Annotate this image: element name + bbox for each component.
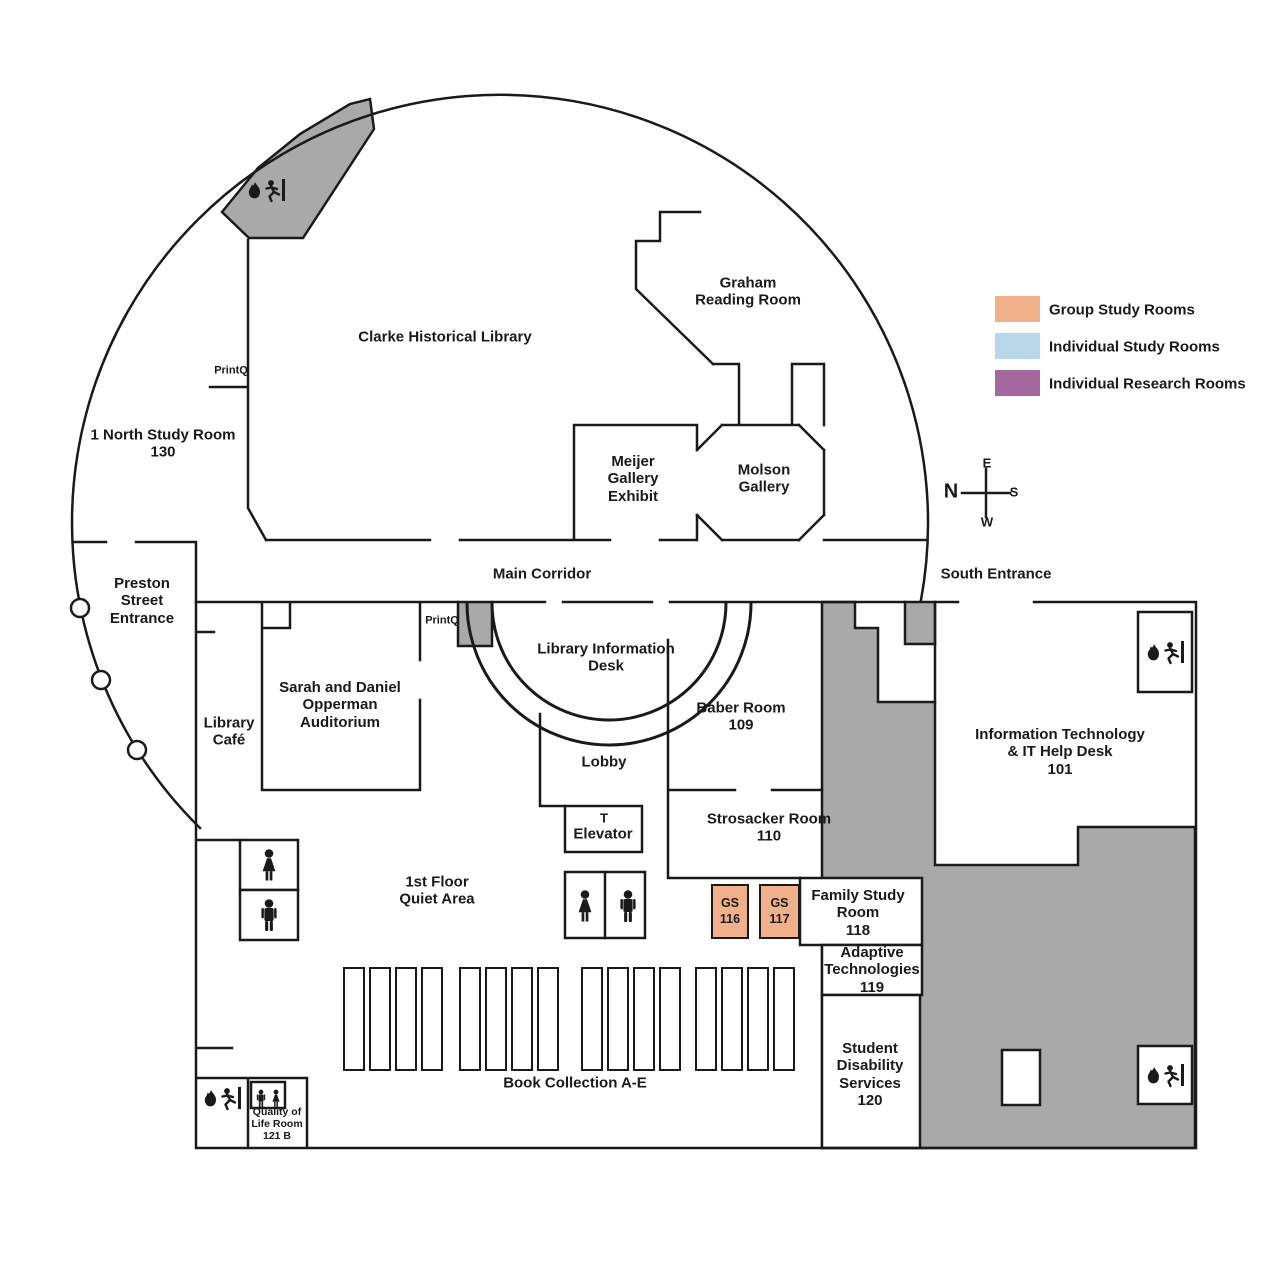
room-label-elevator: Elevator <box>573 825 633 843</box>
room-label-adaptive: Adaptive Technologies 119 <box>824 943 920 996</box>
room-label-baber: Baber Room 109 <box>696 699 786 734</box>
shaded-exit-wedge <box>220 97 376 240</box>
compass-north: N <box>943 480 959 503</box>
elevator-symbol: T <box>600 810 608 826</box>
room-gs-116: GS 116 <box>711 884 749 939</box>
room-label-gs116: GS 116 <box>719 895 741 926</box>
room-label-family: Family Study Room 118 <box>811 886 905 939</box>
room-label-printq-upper: PrintQ <box>214 364 248 377</box>
room-label-clarke: Clarke Historical Library <box>358 328 532 346</box>
room-label-opperman: Sarah and Daniel Opperman Auditorium <box>279 678 401 731</box>
fire-exit-icon <box>203 1085 241 1111</box>
room-label-north-study: 1 North Study Room 130 <box>90 426 236 461</box>
room-label-printq-lower: PrintQ <box>425 614 459 627</box>
upper-walls <box>71 210 929 604</box>
book-stacks <box>343 967 795 1071</box>
room-label-graham: Graham Reading Room <box>695 274 801 309</box>
elevator-shaft <box>563 804 644 854</box>
label-south-entrance: South Entrance <box>940 565 1052 583</box>
compass-west: W <box>980 514 994 530</box>
room-label-quality: Quality of Life Room 121 B <box>251 1105 303 1143</box>
compass-south: S <box>1009 484 1019 500</box>
family-study-room <box>798 876 924 947</box>
unisex-restroom-box <box>249 1080 287 1110</box>
column <box>69 597 91 619</box>
column <box>126 739 148 761</box>
student-disability-room <box>820 993 922 1150</box>
column <box>90 669 112 691</box>
room-label-meijer: Meijer Gallery Exhibit <box>607 452 659 505</box>
lower-walls <box>194 600 1198 1150</box>
compass-east: E <box>982 455 992 471</box>
room-label-it: Information Technology & IT Help Desk 10… <box>975 725 1145 778</box>
room-label-gs117: GS 117 <box>769 895 790 926</box>
room-label-strosacker: Strosacker Room 110 <box>706 810 832 845</box>
information-desk-counter <box>465 602 753 747</box>
legend-label-individual-study: Individual Study Rooms <box>1049 338 1220 356</box>
label-main-corridor: Main Corridor <box>492 565 592 583</box>
room-label-cafe: Library Café <box>203 714 255 749</box>
room-gs-117: GS 117 <box>759 884 800 939</box>
label-quiet-area: 1st Floor Quiet Area <box>399 873 475 908</box>
printq-station-box <box>456 600 494 648</box>
room-label-info-desk: Library Information Desk <box>537 640 675 675</box>
label-book-collection: Book Collection A-E <box>503 1074 647 1092</box>
legend-label-group-study: Group Study Rooms <box>1049 301 1195 319</box>
legend-swatch-individual-research <box>995 370 1040 396</box>
legend-label-individual-research: Individual Research Rooms <box>1049 375 1246 393</box>
service-notch <box>1000 1048 1042 1107</box>
room-label-lobby: Lobby <box>581 753 627 771</box>
label-preston-entrance: Preston Street Entrance <box>109 574 175 627</box>
rotunda-wall <box>70 93 930 830</box>
rooms-over-shade <box>798 610 1194 1150</box>
compass-cross <box>960 467 1012 519</box>
shaded-south-block <box>903 600 937 646</box>
room-label-disability: Student Disability Services 120 <box>836 1040 904 1110</box>
room-label-molson: Molson Gallery <box>737 461 791 496</box>
legend-swatch-group-study <box>995 296 1040 322</box>
legend-swatch-individual-study <box>995 333 1040 359</box>
